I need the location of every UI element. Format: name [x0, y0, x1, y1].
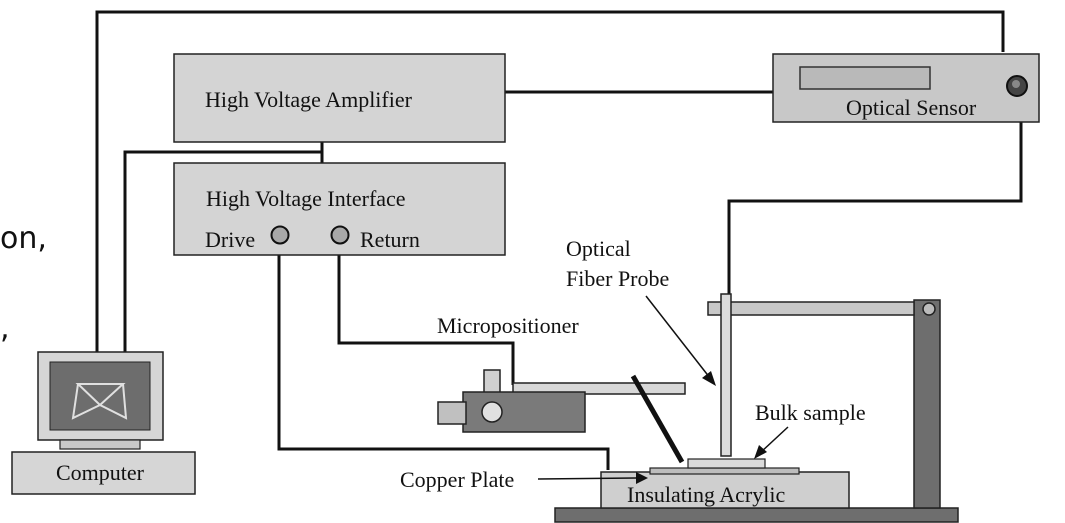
micropositioner [437, 369, 686, 464]
micropositioner-knob-icon [481, 401, 503, 423]
micropositioner-rail [512, 382, 686, 395]
stand-arm [707, 301, 915, 316]
screen-bowtie-icon [71, 383, 128, 420]
side-text-2: , [0, 311, 10, 346]
sample-stage: Insulating Acrylic [600, 458, 850, 509]
stand-base [554, 507, 959, 523]
drive-label: Drive [205, 227, 255, 252]
optical-fiber-probe [720, 293, 732, 457]
probe-label-line1: Optical [566, 236, 631, 261]
high-voltage-interface: High Voltage Interface Drive Return [173, 162, 506, 256]
micropositioner-label: Micropositioner [437, 313, 579, 338]
copper-plate [649, 467, 800, 475]
callouts: Optical Fiber Probe Micropositioner Bulk… [400, 236, 866, 492]
bulk-sample-label: Bulk sample [755, 400, 866, 425]
sensor-display [799, 66, 931, 90]
copper-plate-label: Copper Plate [400, 467, 514, 492]
probe-stand [554, 293, 959, 523]
bulk-sample [687, 458, 766, 469]
amplifier-label: High Voltage Amplifier [205, 87, 413, 112]
monitor-screen [49, 361, 151, 431]
high-voltage-amplifier: High Voltage Amplifier [173, 53, 506, 143]
sensor-label: Optical Sensor [846, 95, 977, 120]
return-terminal-icon [330, 225, 350, 245]
probe-label-line2: Fiber Probe [566, 266, 669, 291]
stand-post [913, 299, 941, 509]
computer-base [11, 451, 196, 495]
micropositioner-needle [630, 374, 685, 464]
optical-sensor: Optical Sensor [772, 53, 1040, 123]
wiring [95, 10, 1023, 470]
drive-terminal-icon [270, 225, 290, 245]
return-label: Return [360, 227, 420, 252]
stand-knob-icon [922, 302, 936, 316]
insulating-acrylic-label: Insulating Acrylic [627, 482, 785, 507]
interface-label: High Voltage Interface [206, 186, 406, 211]
side-text-1: on, [0, 221, 47, 256]
computer: Computer [11, 351, 196, 495]
computer-label: Computer [56, 460, 145, 485]
